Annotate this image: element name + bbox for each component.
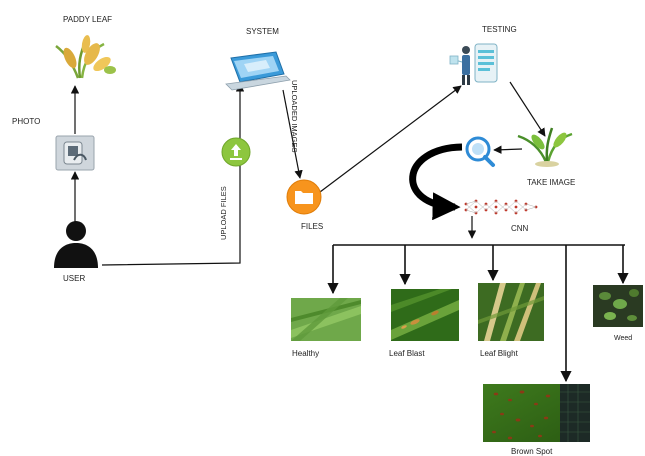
- user-icon: [54, 221, 98, 268]
- photo-icon: [55, 135, 95, 171]
- weed-image: [593, 285, 643, 327]
- upload-files-label: UPLOAD FILES: [219, 186, 228, 240]
- magnifier-icon: [465, 136, 495, 167]
- plant-leaf-icon: [517, 127, 573, 167]
- leaf-blight-label: Leaf Blight: [480, 349, 519, 358]
- cnn-node: CNN: [464, 199, 538, 233]
- healthy-leaf-image: [291, 298, 361, 341]
- paddy-leaf-label: PADDY LEAF: [63, 15, 112, 24]
- healthy-label: Healthy: [292, 349, 319, 358]
- testing-icon: [449, 43, 498, 85]
- paddy-leaf-node: PADDY LEAF: [55, 15, 116, 79]
- leaf-blight-class: Leaf Blight: [478, 283, 544, 358]
- photo-label: PHOTO: [12, 117, 40, 126]
- files-label: FILES: [301, 222, 323, 231]
- files-node: FILES: [286, 179, 323, 231]
- cnn-label: CNN: [511, 224, 529, 233]
- take-image-label: TAKE IMAGE: [527, 178, 575, 187]
- arrow-files-to-testing: [319, 85, 462, 193]
- leaf-blast-class: Leaf Blast: [389, 289, 459, 358]
- user-label: USER: [63, 274, 85, 283]
- system-node: SYSTEM UPLOADED IMAGES: [225, 27, 299, 153]
- brown-spot-image: [483, 384, 590, 442]
- weed-label: Weed: [614, 335, 632, 342]
- paddy-leaf-icon: [55, 35, 116, 79]
- connectors: [70, 81, 629, 383]
- healthy-class: Healthy: [291, 298, 361, 358]
- arrow-system-to-files: [282, 89, 303, 179]
- cnn-network-icon: [464, 199, 538, 215]
- leaf-blast-image: [391, 289, 459, 341]
- system-label: SYSTEM: [246, 27, 279, 36]
- arrow-magnifier-to-cnn: [409, 143, 463, 221]
- weed-class: Weed: [593, 285, 643, 342]
- arrow-take-image-to-magnifier: [493, 145, 523, 154]
- leaf-blight-image: [478, 283, 544, 341]
- photo-node: PHOTO: [12, 117, 95, 171]
- arrow-testing-to-take-image: [509, 81, 546, 137]
- user-node: USER: [54, 221, 98, 283]
- laptop-icon: [225, 51, 291, 91]
- testing-node: TESTING: [449, 25, 517, 85]
- magnifier-node: [465, 136, 495, 167]
- leaf-blast-label: Leaf Blast: [389, 349, 425, 358]
- upload-files-node: UPLOAD FILES: [219, 137, 251, 240]
- testing-label: TESTING: [482, 25, 517, 34]
- brown-spot-label: Brown Spot: [511, 447, 553, 456]
- brown-spot-class: Brown Spot: [483, 384, 590, 456]
- uploaded-images-label: UPLOADED IMAGES: [290, 80, 299, 153]
- take-image-node: TAKE IMAGE: [517, 127, 575, 187]
